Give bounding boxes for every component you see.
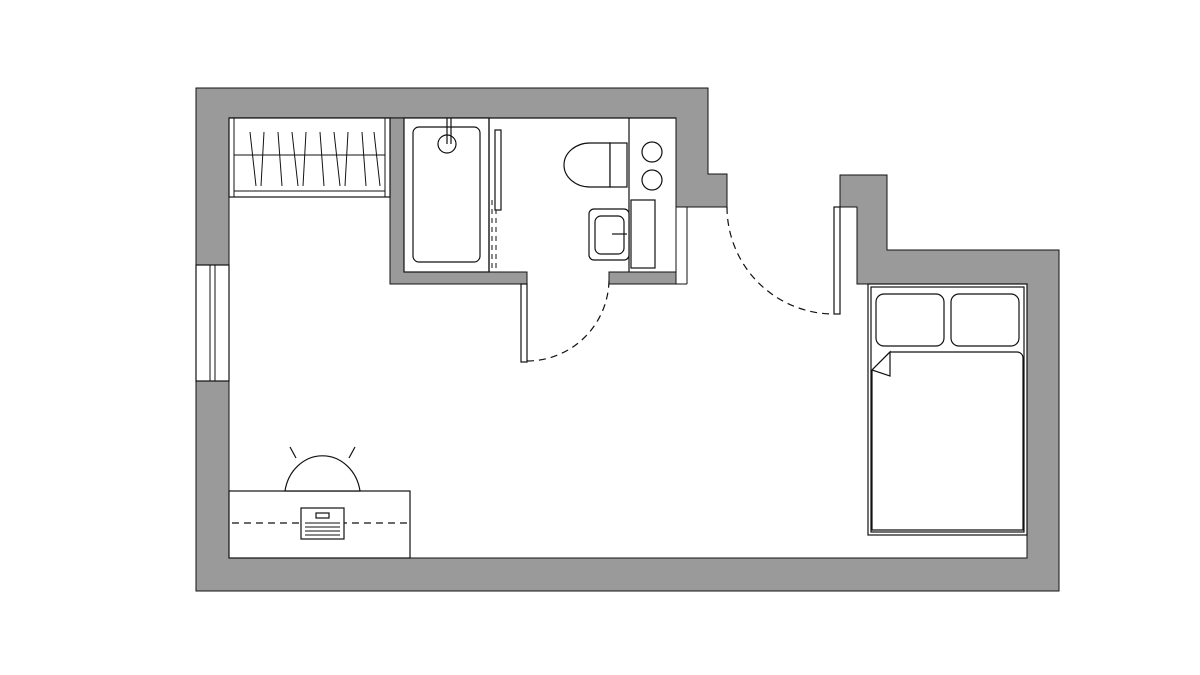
hanger xyxy=(333,131,341,187)
entrance-door xyxy=(726,206,841,315)
hanger xyxy=(277,131,283,187)
laptop xyxy=(300,507,345,540)
bathtub xyxy=(403,117,490,273)
toilet xyxy=(563,142,628,188)
hanger xyxy=(319,131,325,187)
hanger xyxy=(249,131,257,187)
counter xyxy=(628,118,656,272)
stove xyxy=(641,141,663,191)
pillow-right xyxy=(950,293,1020,347)
washbasin xyxy=(588,208,630,261)
bath-screen xyxy=(488,118,502,272)
hanger xyxy=(361,131,367,187)
bathroom-door xyxy=(520,278,610,363)
hanger xyxy=(260,131,265,187)
hanger xyxy=(373,131,381,187)
hanger xyxy=(291,131,299,187)
window xyxy=(195,264,230,382)
pillow-left xyxy=(875,293,945,347)
wardrobe-hangers xyxy=(249,131,381,187)
chair xyxy=(284,446,361,492)
hanger xyxy=(344,131,349,187)
desk xyxy=(228,490,411,559)
wardrobe xyxy=(228,117,391,198)
double-bed xyxy=(867,283,1028,536)
hanger xyxy=(302,131,307,187)
